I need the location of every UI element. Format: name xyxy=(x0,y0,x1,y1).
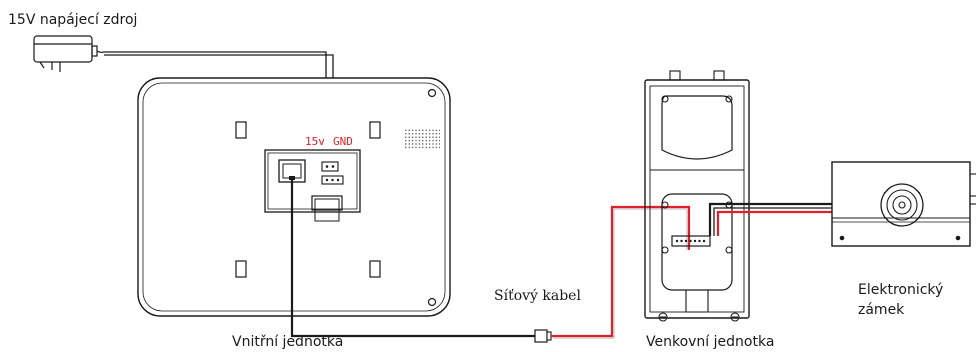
power-supply-label: 15V napájecí zdroj xyxy=(8,12,137,28)
network-cable-label: Síťový kabel xyxy=(494,287,581,304)
network-cable-grey xyxy=(553,208,688,339)
network-cable-black xyxy=(290,180,535,338)
speaker-grille xyxy=(404,128,440,150)
indoor-unit-label: Vnitřní jednotka xyxy=(232,334,343,350)
power-adapter-icon xyxy=(33,35,105,72)
electronic-lock-icon xyxy=(831,161,976,247)
terminal-15v-label: 15v xyxy=(305,135,325,148)
outdoor-terminal-pins xyxy=(675,239,706,243)
rj45-connector-icon xyxy=(534,329,552,343)
outdoor-panel-icon xyxy=(644,70,750,322)
network-cable-red xyxy=(551,205,691,338)
lock-wires xyxy=(708,202,832,236)
terminal-gnd-label: GND xyxy=(333,135,353,148)
lock-label-line1: Elektronický xyxy=(858,282,943,298)
outdoor-unit-label: Venkovní jednotka xyxy=(646,334,774,350)
lock-label-line2: zámek xyxy=(858,302,905,318)
indoor-monitor-icon xyxy=(137,77,451,317)
